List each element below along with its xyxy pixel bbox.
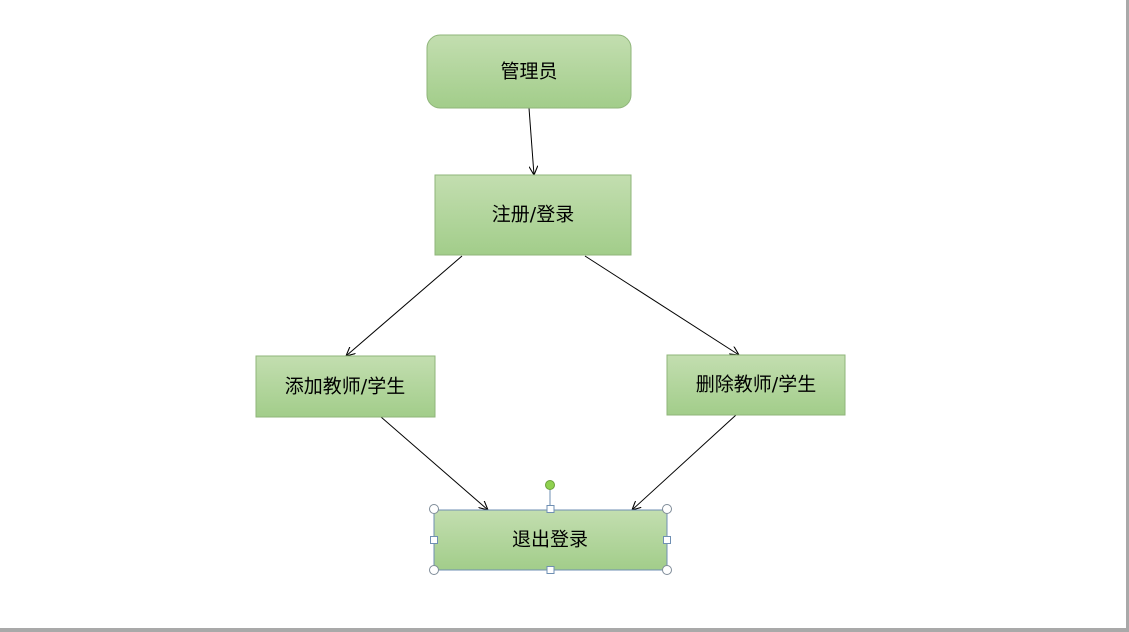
resize-handle-bottom-left[interactable] xyxy=(429,565,439,575)
node-register-login-label: 注册/登录 xyxy=(492,204,574,226)
resize-handle-bottom-right[interactable] xyxy=(662,565,672,575)
node-delete-label: 删除教师/学生 xyxy=(696,374,816,396)
page-edge-right xyxy=(1126,0,1129,632)
node-delete-teacher-student[interactable]: 删除教师/学生 xyxy=(666,354,846,416)
node-admin-label: 管理员 xyxy=(500,61,557,83)
resize-handle-top-right[interactable] xyxy=(662,504,672,514)
resize-handle-left[interactable] xyxy=(430,536,438,544)
edge-register-login-to-delete[interactable] xyxy=(584,255,739,355)
page-edge-bottom xyxy=(0,628,1129,632)
edge-add-to-logout[interactable] xyxy=(380,416,488,510)
resize-handle-top-left[interactable] xyxy=(429,504,439,514)
rotate-handle[interactable] xyxy=(545,480,555,490)
resize-handle-top[interactable] xyxy=(546,505,555,513)
selection-handles xyxy=(429,480,672,575)
node-admin[interactable]: 管理员 xyxy=(426,34,632,109)
resize-handle-bottom[interactable] xyxy=(546,566,555,574)
node-logout-label: 退出登录 xyxy=(512,529,588,551)
node-logout[interactable]: 退出登录 xyxy=(433,509,668,571)
node-register-login[interactable]: 注册/登录 xyxy=(434,174,632,256)
edge-delete-to-logout[interactable] xyxy=(632,414,737,510)
node-add-label: 添加教师/学生 xyxy=(285,376,405,398)
node-add-teacher-student[interactable]: 添加教师/学生 xyxy=(255,355,436,418)
edge-register-login-to-add[interactable] xyxy=(346,255,463,356)
resize-handle-right[interactable] xyxy=(663,536,671,544)
edge-admin-to-register-login[interactable] xyxy=(528,107,534,175)
